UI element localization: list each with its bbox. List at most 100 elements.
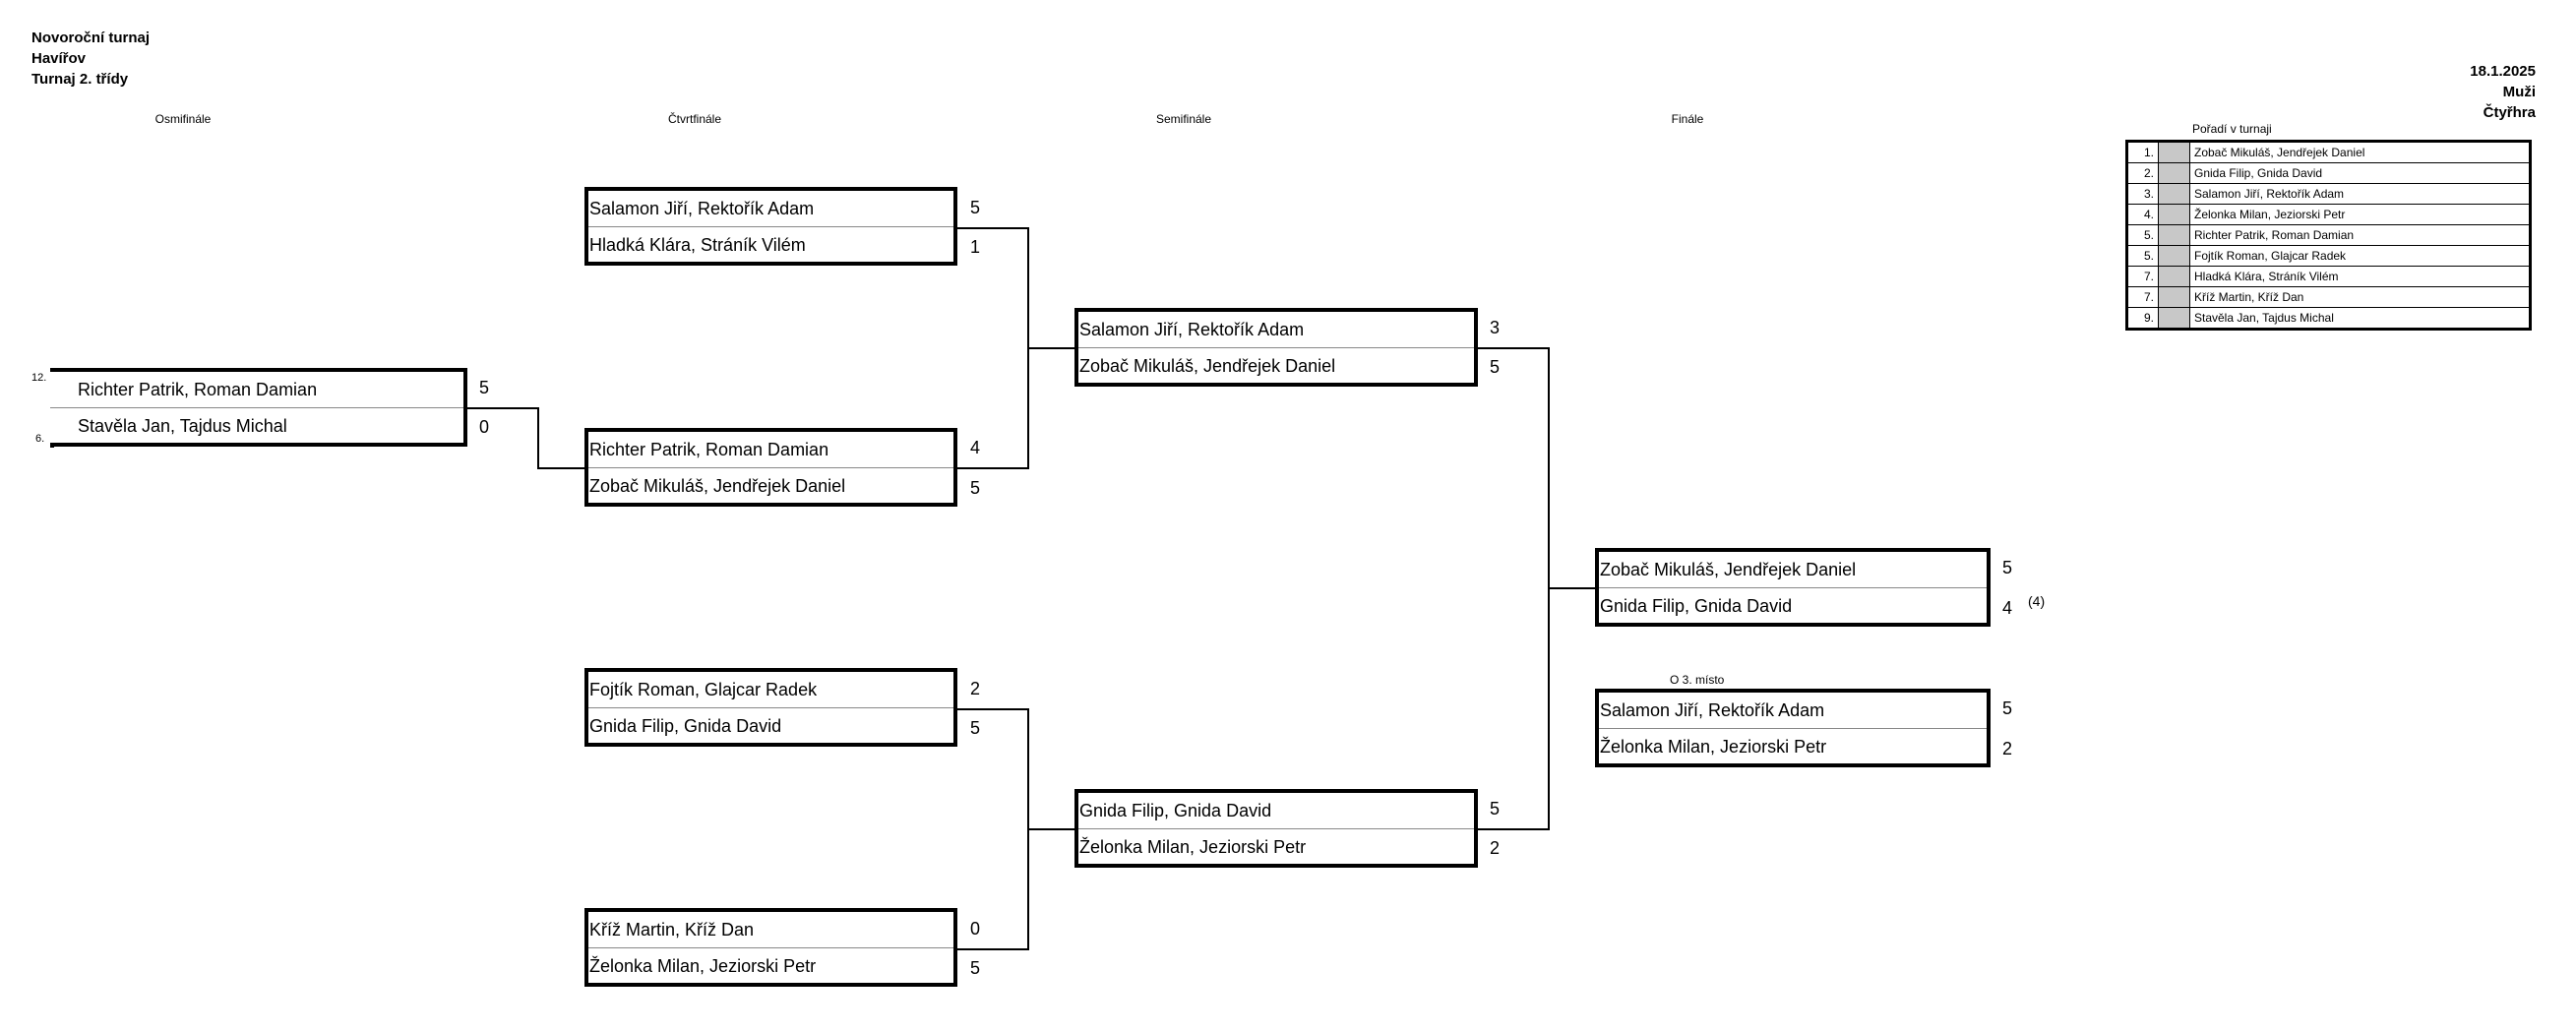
match-score: 2 [1490,838,1501,858]
standings-shade [2159,308,2190,328]
third-place-label: O 3. místo [1670,673,1725,687]
match-score: 5 [1490,357,1501,377]
team-name: Hladká Klára, Stráník Vilém [589,234,806,255]
standings-team: Fojtík Roman, Glajcar Radek [2194,249,2347,263]
standings-shade [2159,184,2190,204]
standings-row: 5. Fojtík Roman, Glajcar Radek [2128,246,2529,267]
team-name: Salamon Jiří, Rektořík Adam [1078,312,1474,348]
standings-row: 7.Kříž Martin, Kříž Dan [2128,287,2529,308]
team-name: Richter Patrik, Roman Damian [50,372,463,408]
standings-shade [2159,246,2190,266]
standings-shade [2159,163,2190,183]
standings-team: Zobač Mikuláš, Jendřejek Daniel [2194,146,2365,159]
standings-shade [2159,205,2190,224]
bracket-line [1548,587,1595,589]
standings-team: Hladká Klára, Stráník Vilém [2194,270,2339,283]
standings-row: 7. Hladká Klára, Stráník Vilém [2128,267,2529,287]
match-score: 3 [1490,318,1501,337]
standings-shade [2159,287,2190,307]
match-qf-4[interactable]: Kříž Martin, Kříž Dan Želonka Milan, Jez… [584,908,957,987]
match-score: 1 [970,237,981,257]
standings-rank: 5. [2128,246,2159,266]
match-score: 0 [479,417,490,437]
standings-table: 1. Zobač Mikuláš, Jendřejek Daniel 2. Gnid… [2125,140,2532,331]
team-name: Želonka Milan, Jeziorski Petr [1600,736,1827,757]
event-date: 18.1.2025 [2470,63,2536,80]
standings-row: 5.Richter Patrik, Roman Damian [2128,225,2529,246]
final-note: (4) [2028,593,2046,609]
match-score: 2 [970,679,981,698]
standings-rank: 7. [2128,267,2159,286]
team-name: Stavěla Jan, Tajdus Michal [78,415,287,436]
standings-team: Salamon Jiří, Rektořík Adam [2194,187,2345,201]
standings-rank: 2. [2128,163,2159,183]
seed-number: 12. [31,372,47,384]
standings-team: Stavěla Jan, Tajdus Michal [2194,311,2334,325]
round-label-final: Finále [1671,112,1704,126]
match-score: 5 [2002,698,2013,718]
bracket-line [957,227,1028,229]
match-score: 5 [970,198,981,217]
event-info: 18.1.2025 Muži Čtyřhra [2470,61,2536,123]
match-sf-1[interactable]: Salamon Jiří, Rektořík Adam Zobač Mikulá… [1074,308,1478,387]
standings-row: 4.Želonka Milan, Jeziorski Petr [2128,205,2529,225]
tournament-title: Novoroční turnaj [31,30,151,46]
standings-rank: 5. [2128,225,2159,245]
bracket-line [957,708,1028,710]
round-label-r16: Osmifinále [154,112,212,126]
match-score: 4 [970,438,981,457]
bracket-line [1478,347,1549,349]
team-name: Gnida Filip, Gnida David [1078,793,1474,829]
seed-number: 6. [35,433,45,445]
standings-row: 1. Zobač Mikuláš, Jendřejek Daniel [2128,143,2529,163]
match-qf-2[interactable]: Richter Patrik, Roman Damian Zobač Mikul… [584,428,957,507]
bracket-line [537,407,539,468]
standings-row: 2. Gnida Filip, Gnida David [2128,163,2529,184]
standings-rank: 9. [2128,308,2159,328]
standings-rank: 3. [2128,184,2159,204]
bracket-line [957,467,1028,469]
tournament-class: Turnaj 2. třídy [31,71,129,88]
team-name: Zobač Mikuláš, Jendřejek Daniel [589,475,846,496]
team-name: Zobač Mikuláš, Jendřejek Daniel [1599,552,1987,588]
standings-rank: 1. [2128,143,2159,162]
standings-team: Gnida Filip, Gnida David [2194,166,2323,180]
event-discipline: Čtyřhra [2483,104,2536,121]
bracket-line [957,948,1028,950]
standings-rank: 7. [2128,287,2159,307]
match-score: 5 [2002,558,2013,577]
standings-row: 3. Salamon Jiří, Rektořík Adam [2128,184,2529,205]
match-score: 5 [970,718,981,738]
standings-shade [2159,143,2190,162]
team-name: Salamon Jiří, Rektořík Adam [1599,693,1987,729]
team-name: Salamon Jiří, Rektořík Adam [588,191,953,227]
round-label-qf: Čtvrtfinále [667,112,722,126]
match-qf-3[interactable]: Fojtík Roman, Glajcar Radek Gnida Filip,… [584,668,957,747]
team-name: Gnida Filip, Gnida David [1600,595,1793,616]
match-r16[interactable]: Richter Patrik, Roman Damian Stavěla Jan… [50,368,467,447]
match-qf-1[interactable]: Salamon Jiří, Rektořík Adam Hladká Klára… [584,187,957,266]
standings-row: 9. Stavěla Jan, Tajdus Michal [2128,308,2529,328]
standings-shade [2159,225,2190,245]
team-name: Richter Patrik, Roman Damian [588,432,953,468]
match-score: 4 [2002,598,2013,618]
match-third-place[interactable]: Salamon Jiří, Rektořík Adam Želonka Mila… [1595,689,1991,767]
tournament-city: Havířov [31,50,87,67]
bracket-line [1027,347,1074,349]
match-score: 5 [1490,799,1501,819]
standings-shade [2159,267,2190,286]
tournament-header: Novoroční turnaj Havířov Turnaj 2. třídy [31,28,150,90]
event-category: Muži [2502,84,2536,100]
round-label-sf: Semifinále [1155,112,1212,126]
standings-title: Pořadí v turnaji [2192,122,2272,136]
match-sf-2[interactable]: Gnida Filip, Gnida David Želonka Milan, … [1074,789,1478,868]
team-name: Zobač Mikuláš, Jendřejek Daniel [1079,355,1336,376]
match-score: 5 [970,478,981,498]
match-score: 5 [970,958,981,978]
bracket-line [537,467,584,469]
match-score: 2 [2002,739,2013,758]
team-name: Želonka Milan, Jeziorski Petr [589,955,817,976]
match-final[interactable]: Zobač Mikuláš, Jendřejek Daniel Gnida Fi… [1595,548,1991,627]
bracket-line [1027,828,1074,830]
team-name: Gnida Filip, Gnida David [589,715,782,736]
